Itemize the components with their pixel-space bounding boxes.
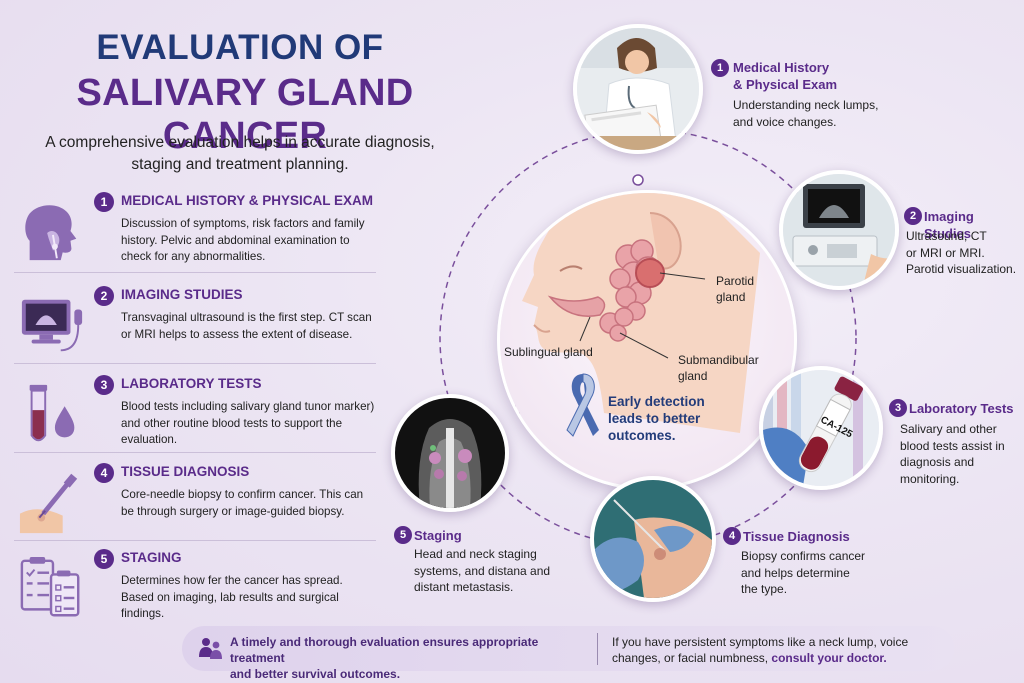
footer-left-message: A timely and thorough evaluation ensures…: [230, 634, 590, 682]
step-number: 4: [723, 527, 741, 545]
step-text: Core-needle biopsy to confirm cancer. Th…: [121, 488, 364, 518]
parotid-label-line2: gland: [716, 290, 746, 304]
step-title: IMAGING STUDIES: [121, 287, 243, 302]
submandibular-label-line1: Submandibular: [678, 353, 759, 367]
right-step-2-text: Ultrasound, CT or MRI or MRI. Parotid vi…: [906, 228, 1016, 278]
text-line1: Understanding neck lumps,: [733, 98, 879, 112]
right-step-3-text: Salivary and other blood tests assist in…: [900, 421, 1005, 487]
submandibular-gland-shape: [599, 307, 634, 342]
early-detection-line2: leads to better: [608, 411, 701, 426]
page-title-line1: EVALUATION OF: [96, 28, 384, 67]
biopsy-procedure-photo: [590, 476, 716, 602]
text-line4: monitoring.: [900, 471, 960, 486]
patient-doctor-icon: [199, 638, 222, 659]
step-text: Discussion of symptoms, risk factors and…: [121, 217, 365, 263]
footer-right-line1: If you have persistent symptoms like a n…: [612, 635, 909, 649]
submandibular-label-line2: gland: [678, 369, 708, 383]
right-step-5-title: Staging: [414, 528, 462, 543]
footer-left-line2: and better survival outcomes.: [230, 667, 401, 681]
step-title: LABORATORY TESTS: [121, 376, 262, 391]
right-step-4-text: Biopsy confirms cancer and helps determi…: [741, 548, 865, 598]
text-line2: and voice changes.: [733, 114, 837, 129]
footer-left-line1: A timely and thorough evaluation ensures…: [230, 635, 539, 665]
step-text: Transvaginal ultrasound is the first ste…: [121, 311, 372, 341]
step-number: 1: [711, 59, 729, 77]
text-line2: systems, and distana and: [414, 563, 551, 578]
step-number: 2: [904, 207, 922, 225]
page-subtitle: A comprehensive evaluation helps in accu…: [45, 134, 435, 173]
step-title: STAGING: [121, 550, 182, 565]
text-line1: Salivary and other: [900, 422, 997, 436]
doctor-writing-photo: [573, 24, 703, 154]
step-title: MEDICAL HISTORY & PHYSICAL EXAM: [121, 193, 374, 208]
clipboard-checklist-icon: [20, 556, 80, 617]
footer-separator: [597, 633, 598, 665]
text-line3: Parotid visualization.: [906, 262, 1017, 276]
parotid-label-line1: Parotid: [716, 274, 755, 288]
footer-right-line2: changes, or facial numbness, consult you…: [612, 650, 942, 666]
orbit-node: [632, 174, 644, 186]
text-line1: Ultrasound, CT: [906, 229, 987, 243]
divider: [14, 452, 376, 453]
page-title-line2: SALIVARY GLAND CANCER: [76, 72, 414, 157]
footer-right-prefix: changes, or facial numbness,: [612, 651, 772, 665]
footer-right-message: If you have persistent symptoms like a n…: [612, 634, 942, 666]
right-step-5-text: Head and neck staging systems, and dista…: [414, 546, 550, 596]
title-line1: Medical History: [733, 60, 830, 75]
text-line2: blood tests assist in: [900, 438, 1005, 453]
footer-banner: [182, 626, 954, 671]
text-line2: or MRI or MRI.: [906, 245, 985, 260]
blood-sample-tube-photo: CA-125: [759, 366, 883, 490]
head-profile-icon: [25, 205, 77, 261]
text-line1: Biopsy confirms cancer: [741, 549, 866, 563]
right-step-4-title: Tissue Diagnosis: [743, 529, 850, 544]
divider: [14, 363, 376, 364]
early-detection-message: Early detection leads to better outcomes…: [608, 393, 718, 444]
title-line2: & Physical Exam: [733, 77, 838, 92]
early-detection-line1: Early detection: [608, 394, 705, 409]
test-tube-icon: [29, 384, 75, 442]
step-number: 3: [889, 399, 907, 417]
sublingual-gland-shape: [547, 295, 606, 317]
right-step-1-text: Understanding neck lumps, and voice chan…: [733, 97, 878, 130]
ultrasound-monitor-icon: [21, 299, 83, 352]
right-step-1-title: Medical History & Physical Exam: [733, 59, 837, 93]
step-number: 2: [94, 286, 114, 306]
early-detection-line3: outcomes.: [608, 428, 676, 443]
text-line1: Head and neck staging: [414, 547, 537, 561]
consult-doctor-emphasis: consult your doctor.: [771, 651, 887, 665]
divider: [14, 272, 376, 273]
step-number: 4: [94, 463, 114, 483]
biopsy-needle-icon: [19, 473, 78, 534]
step-number: 5: [394, 526, 412, 544]
right-step-2-title: Imaging Studies: [924, 209, 974, 241]
step-number: 1: [94, 192, 114, 212]
step-title: TISSUE DIAGNOSIS: [121, 464, 250, 479]
text-line3: distant metastasis.: [414, 580, 514, 594]
awareness-ribbon-icon: [566, 373, 599, 437]
text-line3: diagnosis and: [900, 455, 975, 469]
step-text: Determines how fer the cancer has spread…: [121, 574, 343, 620]
ct-scan-neck-photo: [391, 394, 509, 512]
face-profile-illustration: [500, 193, 794, 487]
right-step-3-title: Laboratory Tests: [909, 401, 1014, 416]
divider: [14, 540, 376, 541]
sublingual-label: Sublingual gland: [504, 345, 593, 359]
step-number: 3: [94, 375, 114, 395]
text-line2: and helps determine: [741, 565, 850, 580]
salivary-gland-anatomy: Parotid gland Sublingual gland Submandib…: [497, 190, 797, 490]
step-number: 5: [94, 549, 114, 569]
ultrasound-machine-photo: [779, 170, 899, 290]
step-text: Blood tests including salivary gland tun…: [121, 400, 375, 446]
text-line3: the type.: [741, 582, 788, 596]
